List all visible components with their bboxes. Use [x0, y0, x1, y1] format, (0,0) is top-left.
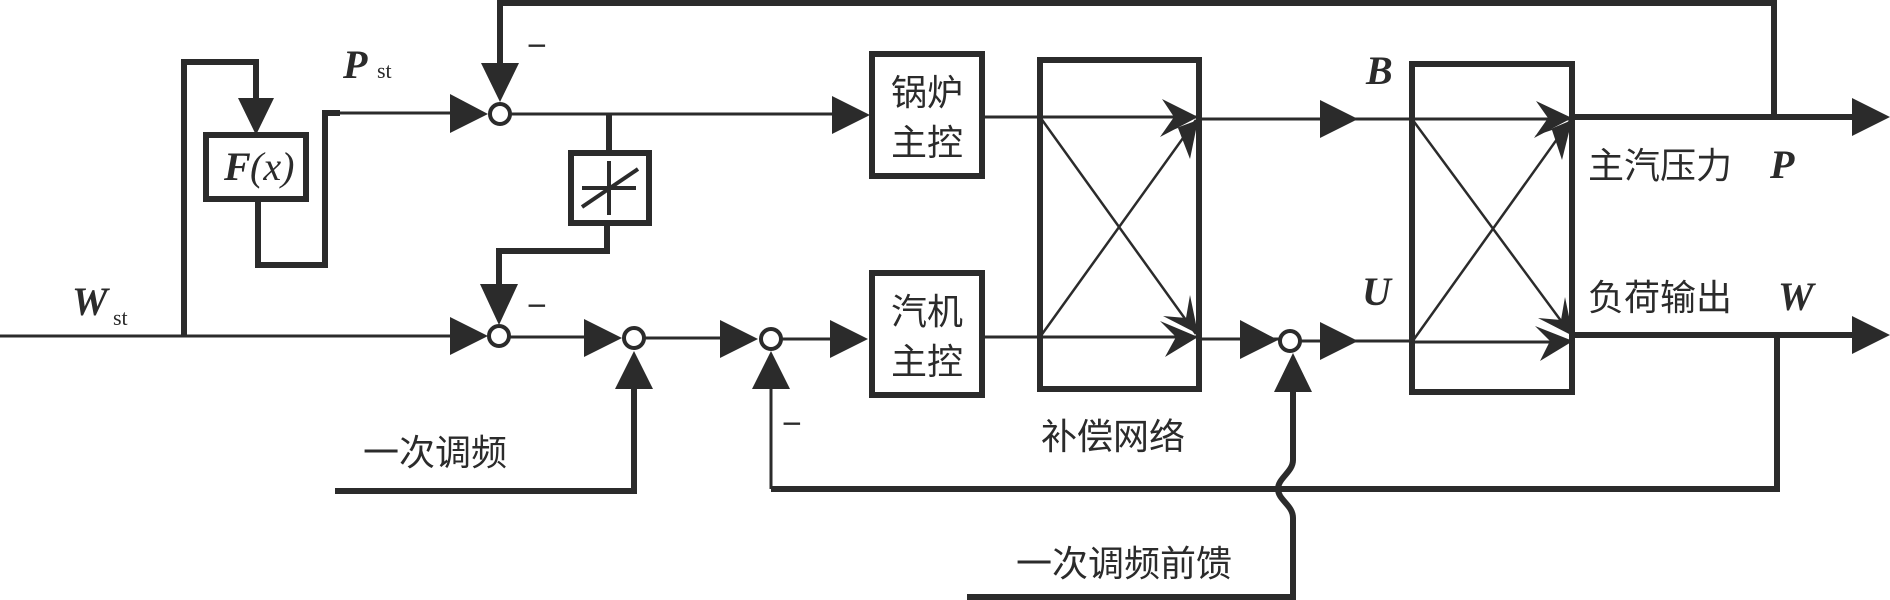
- pressure-output-label: 主汽压力: [1588, 146, 1732, 187]
- plant-block: [1409, 61, 1575, 395]
- deadband-icon: [580, 161, 640, 215]
- arrow-to-lower-sum-3: [720, 320, 758, 358]
- arrow-u-signal: [1320, 322, 1358, 360]
- b-label: B: [1365, 48, 1393, 93]
- load-output-label: 负荷输出: [1588, 278, 1732, 319]
- arrow-to-ff-sum: [1240, 320, 1278, 359]
- feedforward-summing-junction: [1278, 329, 1302, 353]
- primary-freq-ff-line: [967, 388, 1296, 600]
- arrow-pressure-output: [1852, 98, 1890, 136]
- plant-cross-down: [1410, 118, 1572, 334]
- wst-label: W: [72, 279, 110, 324]
- lower-summing-junction-3: [759, 327, 783, 351]
- pst-label: P: [342, 42, 368, 87]
- primary-freq-label: 一次调频: [363, 433, 507, 474]
- deadband-output-line: [496, 224, 610, 290]
- compensation-network-label: 补偿网络: [1041, 417, 1185, 458]
- arrow-primary-freq: [615, 351, 653, 389]
- top-sum-minus: −: [527, 27, 547, 65]
- plant-arrowheads: [1534, 101, 1573, 361]
- turbine-label-1: 汽机: [891, 292, 963, 333]
- arrow-pressure-feedback: [481, 63, 519, 102]
- wst-subscript: st: [113, 305, 128, 330]
- top-summing-junction: [488, 102, 512, 126]
- arrow-b-signal: [1320, 100, 1358, 138]
- primary-freq-line: [335, 385, 637, 494]
- comp-cross-down: [1038, 116, 1198, 335]
- fx-label-arg: (x): [250, 144, 294, 189]
- turbine-label-2: 主控: [891, 342, 963, 383]
- arrow-to-fx: [238, 98, 274, 135]
- turbine-master-block: [869, 270, 985, 398]
- load-feedback-line: [771, 335, 1780, 492]
- comp-cross-up: [1038, 119, 1198, 338]
- compensation-network-block: [1037, 57, 1202, 392]
- fx-branch-line: [181, 59, 259, 336]
- primary-freq-ff-label: 一次调频前馈: [1016, 544, 1232, 585]
- pressure-feedback-line: [497, 0, 1777, 117]
- low-sum-minus: −: [527, 287, 547, 325]
- feedback-minus: −: [782, 405, 802, 443]
- lower-summing-junction-1: [487, 324, 511, 348]
- arrow-deadband-to-lower-sum: [480, 284, 518, 325]
- comp-arrowheads: [1160, 99, 1198, 357]
- load-output-symbol: W: [1778, 274, 1816, 319]
- plant-cross-up: [1410, 120, 1572, 343]
- u-label: U: [1362, 269, 1393, 314]
- arrow-to-turbine: [830, 320, 868, 358]
- fx-label-main: F: [223, 144, 251, 189]
- lower-summing-junction-2: [622, 326, 646, 350]
- arrow-load-feedback: [752, 351, 790, 389]
- arrow-to-lower-sum-1: [450, 317, 488, 355]
- arrow-to-top-sum: [450, 94, 488, 133]
- arrow-to-boiler: [832, 96, 870, 134]
- pst-subscript: st: [377, 58, 392, 83]
- boiler-master-block: [869, 51, 985, 179]
- pressure-output-symbol: P: [1769, 142, 1795, 187]
- boiler-label-1: 锅炉: [891, 73, 963, 114]
- arrow-load-output: [1852, 316, 1890, 354]
- arrow-to-lower-sum-2: [584, 319, 622, 357]
- arrow-primary-freq-ff: [1274, 353, 1312, 392]
- boiler-label-2: 主控: [891, 123, 963, 164]
